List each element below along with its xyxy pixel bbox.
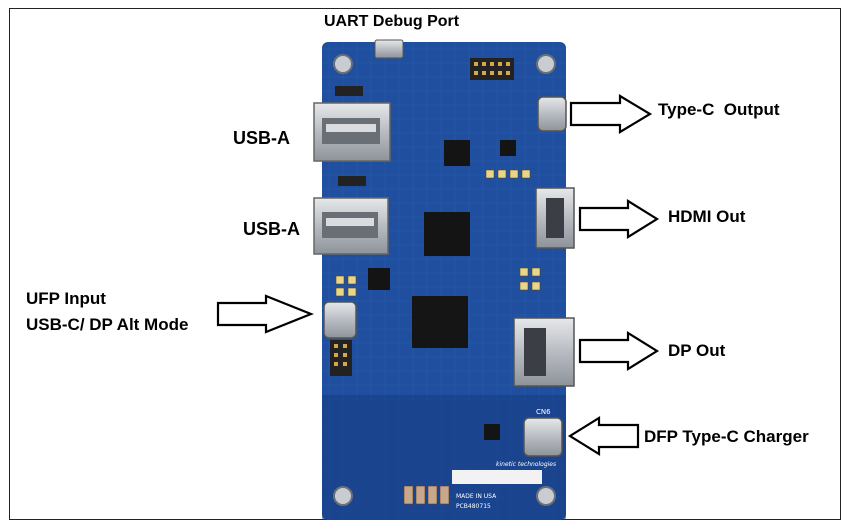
ic-main [424, 212, 470, 256]
hdmi-port [535, 187, 575, 249]
arrow-dp-out [578, 331, 660, 371]
typec-output-port [537, 96, 567, 132]
label-hdmi-out: HDMI Out [668, 207, 746, 226]
uart-port [374, 39, 404, 59]
led-row-2 [335, 275, 357, 297]
pin-header-left [330, 340, 352, 376]
label-dfp-charger: DFP Type-C Charger [644, 427, 809, 446]
ic-soc [412, 296, 468, 348]
arrow-hdmi-out [578, 199, 660, 239]
usb-a-port-1 [313, 102, 391, 162]
switch-1 [335, 86, 363, 96]
label-usb-a-1: USB-A [233, 128, 290, 148]
switch-2 [338, 176, 366, 186]
ic-small-2 [368, 268, 390, 290]
mounting-holes [333, 54, 556, 506]
label-typec-output: Type-C Output [658, 100, 780, 119]
arrow-ufp-input [216, 294, 314, 334]
dp-port [513, 317, 575, 387]
label-dp-out: DP Out [668, 341, 726, 360]
ufp-input-port [323, 301, 357, 339]
led-row-1 [485, 169, 531, 179]
label-uart-debug-port: UART Debug Port [324, 13, 460, 30]
label-ufp-input: UFP Input [26, 289, 106, 308]
pin-header-top [470, 58, 514, 80]
label-ufp-mode: USB-C/ DP Alt Mode [26, 315, 189, 334]
ic-small-1 [444, 140, 470, 166]
dfp-charger-port [523, 417, 563, 457]
usb-a-port-2 [313, 197, 389, 255]
arrow-typec-output [569, 94, 653, 134]
arrow-dfp-charger [567, 416, 640, 456]
board-connector-label: CN6 [536, 408, 551, 416]
board-pcb-id: PCB480715 [456, 503, 491, 510]
ic-small-4 [500, 140, 516, 156]
board-made-in: MADE IN USA [456, 493, 497, 500]
board-sticker [452, 470, 542, 484]
board-brand: kinetic technologies [496, 461, 556, 468]
led-row-3 [519, 267, 541, 291]
label-usb-a-2: USB-A [243, 219, 300, 239]
resistor-array [403, 485, 450, 505]
ic-small-3 [484, 424, 500, 440]
